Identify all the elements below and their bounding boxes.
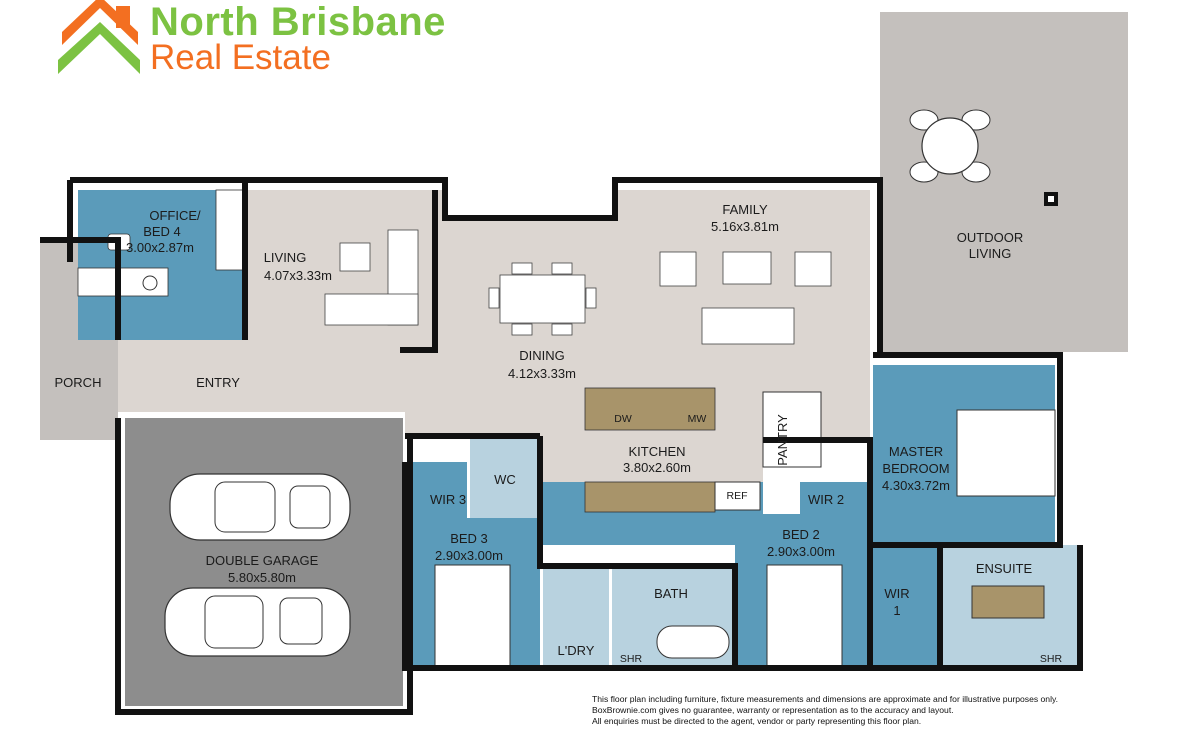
bed2-dim: 2.90x3.00m <box>767 544 835 559</box>
office-label: OFFICE/ <box>149 208 201 223</box>
family-label: FAMILY <box>722 202 768 217</box>
disclaimer: This floor plan including furniture, fix… <box>592 694 1152 727</box>
car-icon-bottom <box>164 587 351 657</box>
outdoor-label: OUTDOOR <box>957 230 1023 245</box>
wir2-label: WIR 2 <box>808 492 844 507</box>
pantry-label: PANTRY <box>775 414 790 466</box>
bath-label: BATH <box>654 586 688 601</box>
living-sofa-icon <box>324 229 419 326</box>
fridge <box>714 481 761 511</box>
dining-dim: 4.12x3.33m <box>508 366 576 381</box>
bed2-label: BED 2 <box>782 527 820 542</box>
office-label-2: BED 4 <box>143 224 181 239</box>
family-sofa-icon <box>659 251 832 345</box>
bed3-bed <box>434 564 511 669</box>
bed3-dim: 2.90x3.00m <box>435 548 503 563</box>
master-label-2: BEDROOM <box>882 461 949 476</box>
bed2-bed <box>766 564 843 669</box>
office-dim: 3.00x2.87m <box>126 240 194 255</box>
bath-shower-label: SHR <box>620 653 643 665</box>
wir1-label: WIR <box>884 586 909 601</box>
wc-label: WC <box>494 472 516 487</box>
dining-table-icon <box>488 262 597 336</box>
dining-label: DINING <box>519 348 565 363</box>
wir3-label: WIR 3 <box>430 492 466 507</box>
brand-logo <box>58 0 140 74</box>
garage-dim: 5.80x5.80m <box>228 570 296 585</box>
wir2-floor <box>800 482 870 514</box>
kitchen-bench <box>584 481 716 513</box>
disclaimer-line-2: BoxBrownie.com gives no guarantee, warra… <box>592 705 954 715</box>
wir1-label-2: 1 <box>893 603 900 618</box>
living-label: LIVING <box>264 250 307 265</box>
car-icon-top <box>169 473 351 541</box>
garage-label: DOUBLE GARAGE <box>206 553 319 568</box>
entry-label: ENTRY <box>196 375 240 390</box>
porch-label: PORCH <box>55 375 102 390</box>
dishwasher-label: DW <box>614 413 632 425</box>
bathtub <box>656 625 730 659</box>
kitchen-island <box>584 387 716 431</box>
outdoor-floor <box>880 12 1128 352</box>
outdoor-table-icon <box>909 109 991 183</box>
garage-floor <box>125 418 403 706</box>
disclaimer-line-1: This floor plan including furniture, fix… <box>592 694 1059 704</box>
kitchen-dim: 3.80x2.60m <box>623 460 691 475</box>
outdoor-label-2: LIVING <box>969 246 1012 261</box>
ensuite-label: ENSUITE <box>976 561 1033 576</box>
wir3-floor <box>405 462 467 518</box>
wir1-floor <box>873 545 939 668</box>
laundry-floor <box>543 566 609 668</box>
brand-name-line1: North Brisbane <box>150 0 446 44</box>
brand-name-line2: Real Estate <box>150 38 331 77</box>
master-dim: 4.30x3.72m <box>882 478 950 493</box>
master-bed <box>956 409 1056 497</box>
walls <box>40 177 1083 715</box>
laundry-label: L'DRY <box>558 643 595 658</box>
disclaimer-line-3: All enquiries must be directed to the ag… <box>592 716 922 726</box>
bed3-label: BED 3 <box>450 531 488 546</box>
fridge-label: REF <box>727 490 748 502</box>
logo-house-green <box>58 22 140 74</box>
living-dim: 4.07x3.33m <box>264 268 332 283</box>
microwave-label: MW <box>688 413 707 425</box>
ensuite-vanity <box>971 585 1045 619</box>
family-dim: 5.16x3.81m <box>711 219 779 234</box>
master-label: MASTER <box>889 444 943 459</box>
wc-floor <box>470 436 542 518</box>
kitchen-label: KITCHEN <box>628 444 685 459</box>
logo-chimney <box>116 6 130 28</box>
ensuite-shower-label: SHR <box>1040 653 1063 665</box>
pantry-box <box>762 391 822 468</box>
